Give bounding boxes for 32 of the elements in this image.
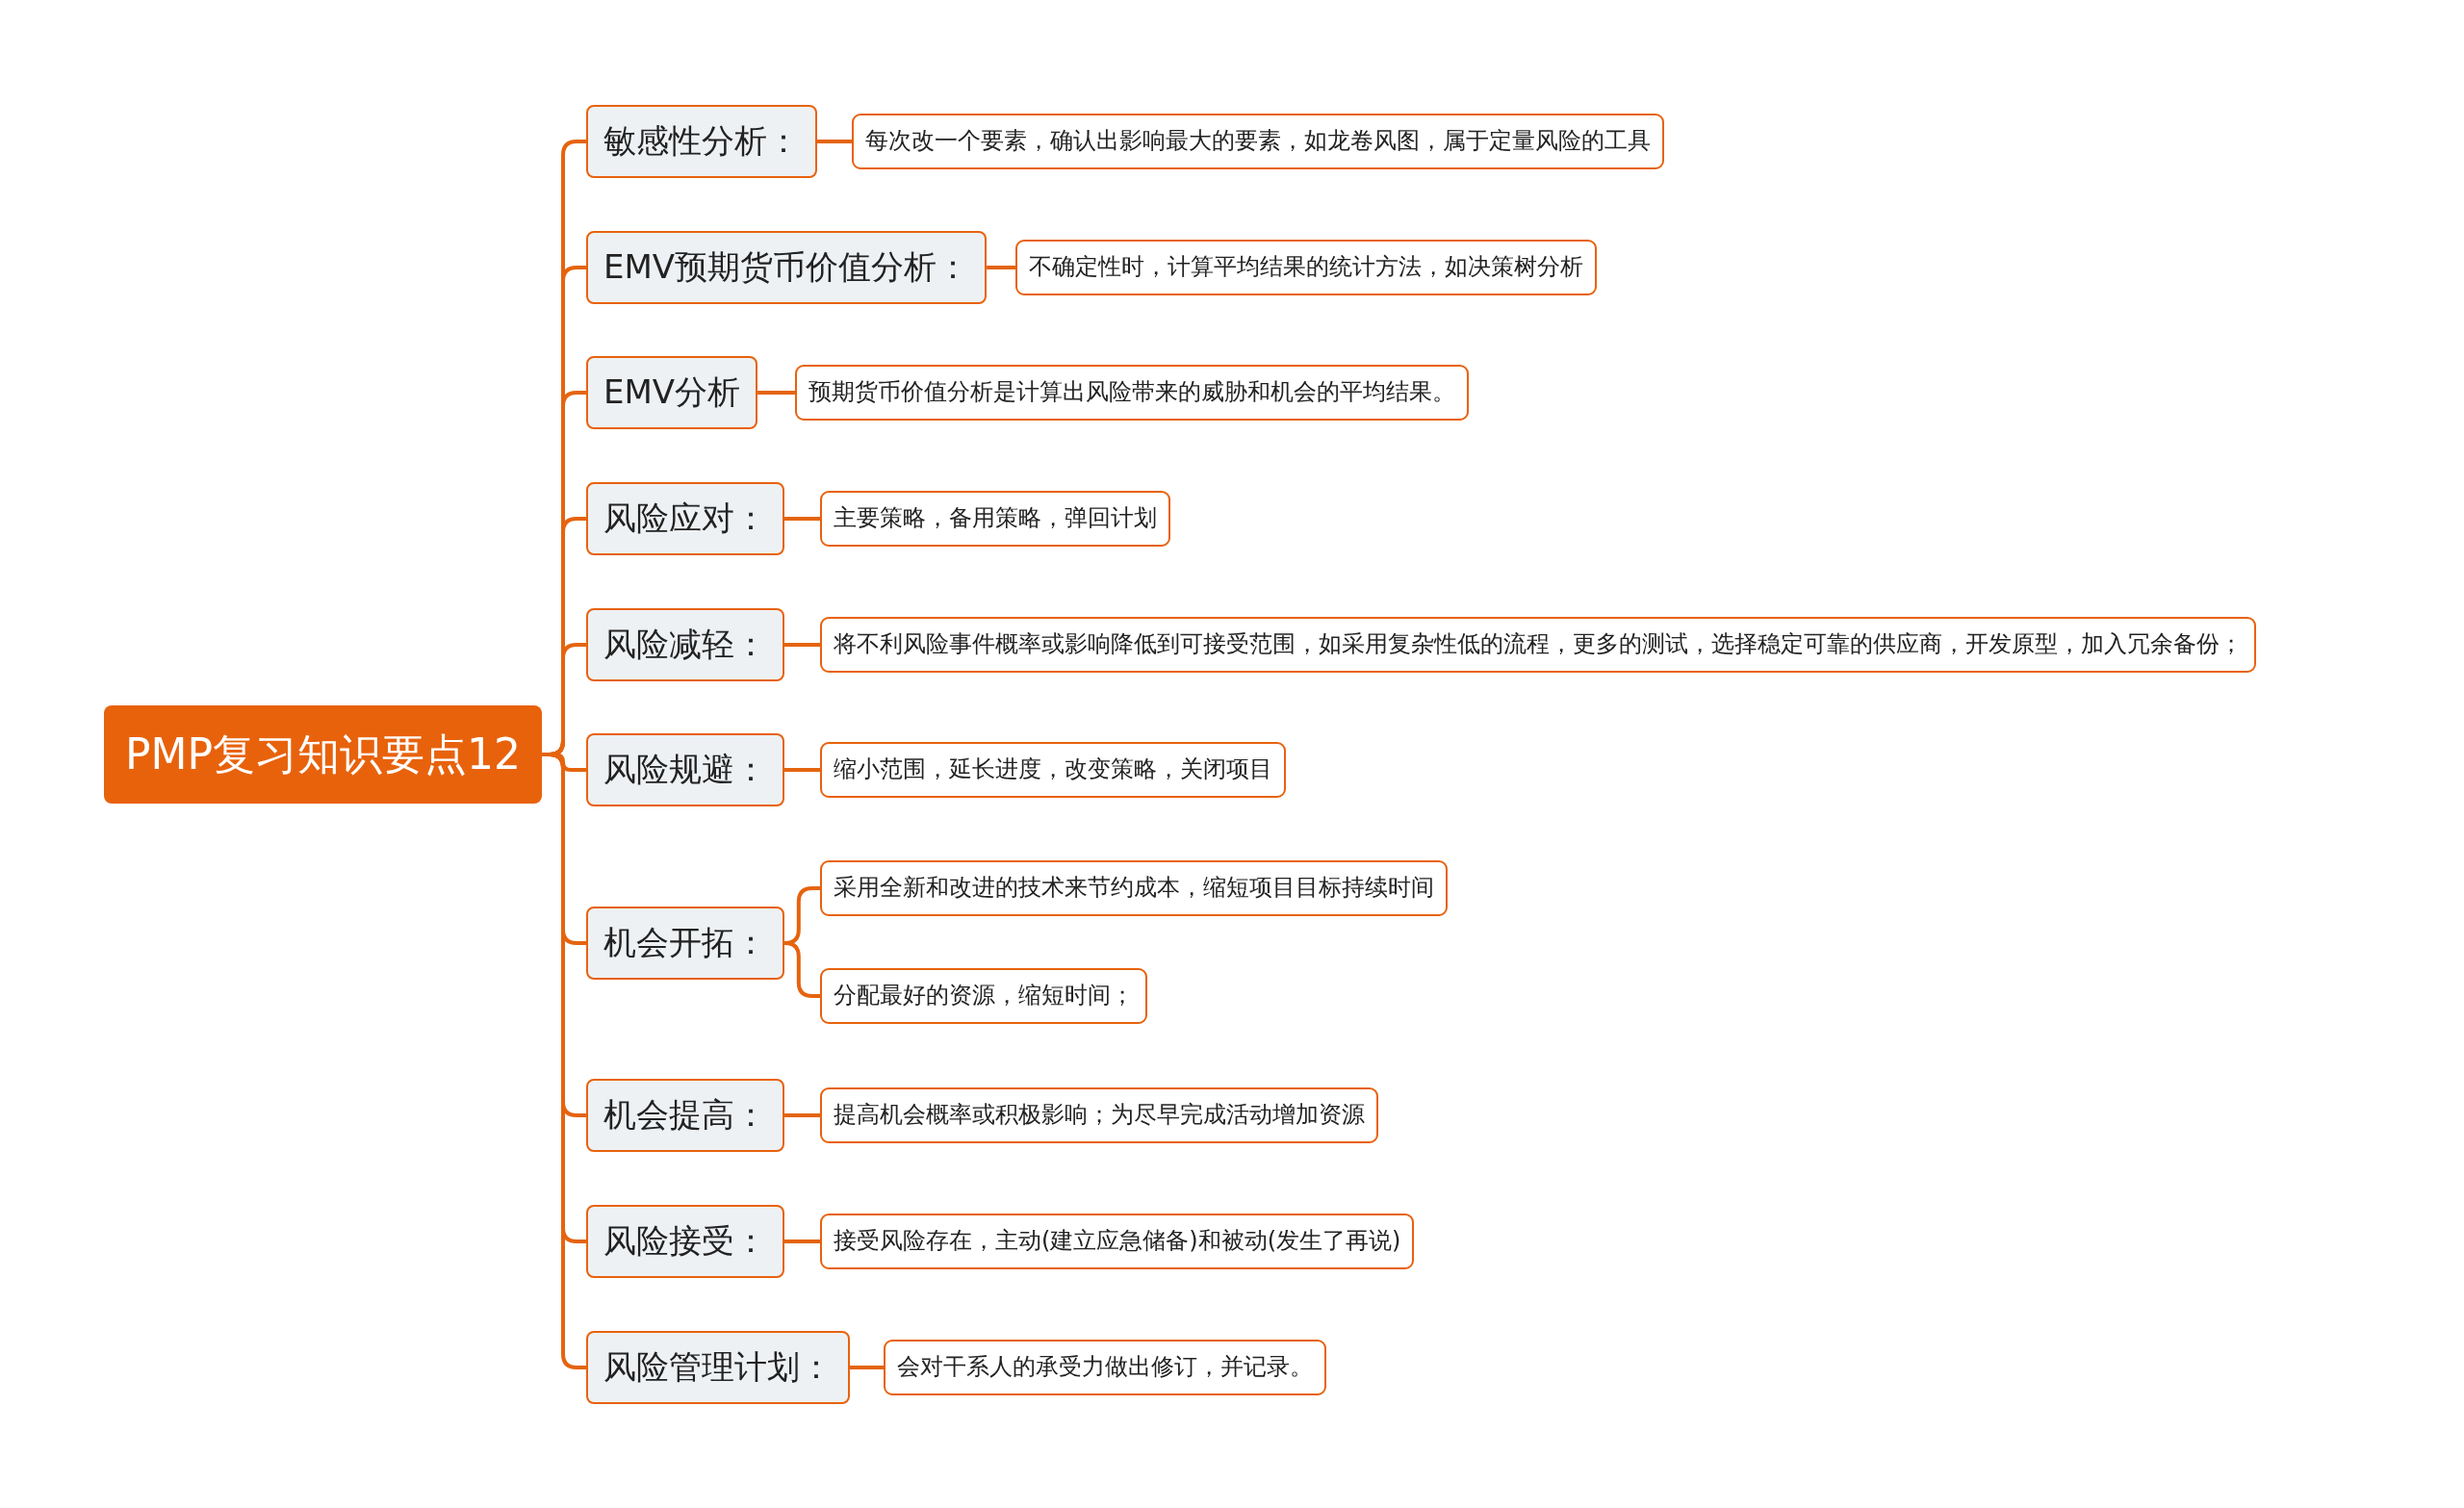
connector-line bbox=[757, 391, 795, 395]
detail-box: 不确定性时，计算平均结果的统计方法，如决策树分析 bbox=[1015, 240, 1597, 295]
topic-box: 机会开拓： bbox=[586, 907, 784, 980]
detail-box: 采用全新和改进的技术来节约成本，缩短项目目标持续时间 bbox=[820, 860, 1448, 916]
connector-line bbox=[784, 768, 820, 772]
topic-box: 风险规避： bbox=[586, 733, 784, 806]
connector-line bbox=[784, 1113, 820, 1117]
connector-line bbox=[850, 1366, 884, 1369]
topic-box: 风险减轻： bbox=[586, 608, 784, 681]
detail-box: 会对干系人的承受力做出修订，并记录。 bbox=[884, 1340, 1326, 1395]
detail-box: 每次改一个要素，确认出影响最大的要素，如龙卷风图，属于定量风险的工具 bbox=[852, 114, 1664, 169]
detail-box: 接受风险存在，主动(建立应急储备)和被动(发生了再说) bbox=[820, 1214, 1415, 1269]
root-topic-box: PMP复习知识要点12 bbox=[104, 705, 543, 804]
topic-box: EMV预期货币价值分析： bbox=[586, 231, 988, 304]
detail-box: 主要策略，备用策略，弹回计划 bbox=[820, 491, 1170, 547]
connector-line bbox=[817, 140, 852, 143]
detail-box: 分配最好的资源，缩短时间； bbox=[820, 968, 1147, 1024]
topic-box: 机会提高： bbox=[586, 1079, 784, 1152]
detail-box: 缩小范围，延长进度，改变策略，关闭项目 bbox=[820, 742, 1286, 798]
topic-box: 风险管理计划： bbox=[586, 1331, 850, 1404]
detail-box: 将不利风险事件概率或影响降低到可接受范围，如采用复杂性低的流程，更多的测试，选择稳定可靠的供应商，开发原型，加入冗余备份； bbox=[820, 617, 2256, 673]
connector-line bbox=[987, 266, 1015, 269]
connector-line bbox=[784, 517, 820, 521]
connector-line bbox=[783, 941, 820, 998]
connector-line bbox=[784, 1240, 820, 1243]
topic-box: 风险应对： bbox=[586, 482, 784, 555]
detail-box: 提高机会概率或积极影响；为尽早完成活动增加资源 bbox=[820, 1087, 1378, 1143]
detail-box: 预期货币价值分析是计算出风险带来的威胁和机会的平均结果。 bbox=[795, 365, 1469, 421]
topic-box: EMV分析 bbox=[586, 356, 758, 429]
topic-box: 风险接受： bbox=[586, 1205, 784, 1278]
connector-line bbox=[784, 643, 820, 647]
topic-box: 敏感性分析： bbox=[586, 105, 817, 178]
